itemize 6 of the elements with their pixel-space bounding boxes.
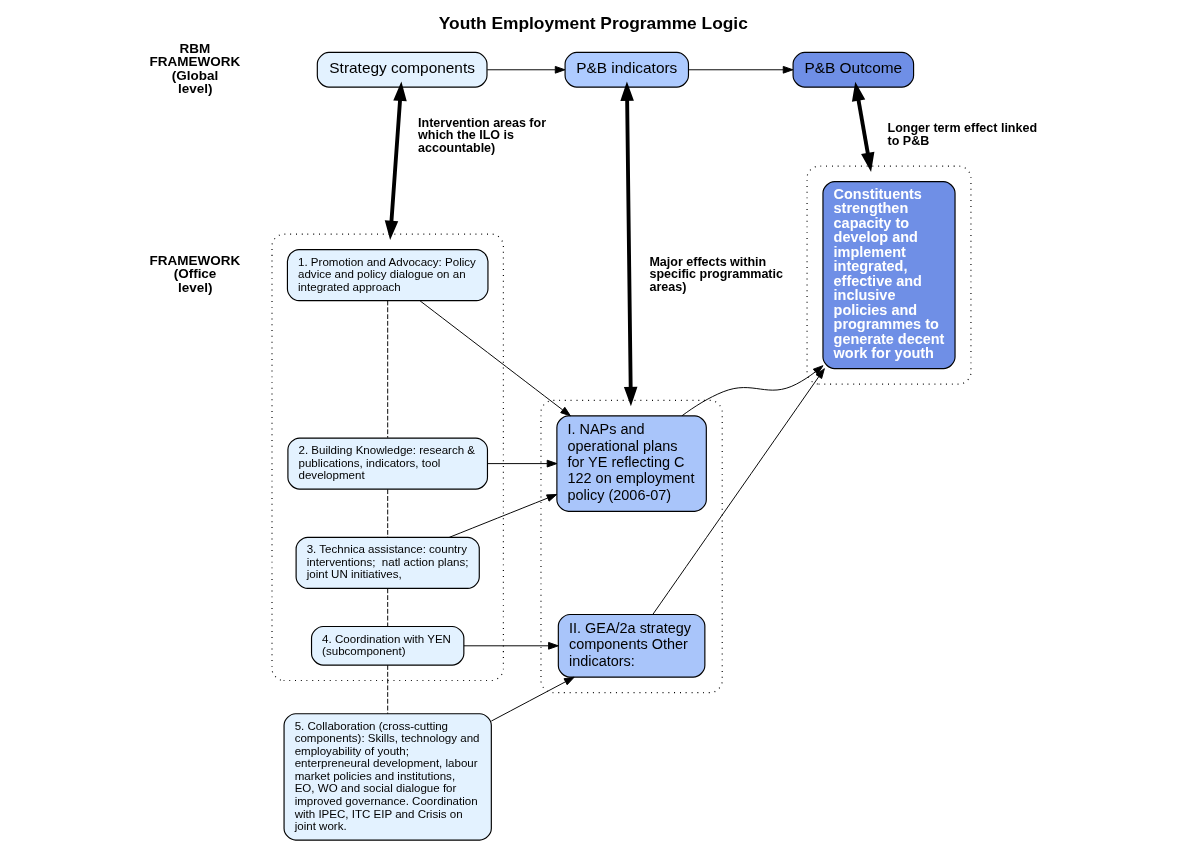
label: RBM FRAMEWORK (Global level): [149, 40, 240, 97]
edge-label: Major effects within specific programmatic areas): [648, 254, 783, 294]
label: FRAMEWORK (Office level): [149, 252, 240, 295]
diagram-title: Youth Employment Programme Logic: [438, 12, 748, 33]
edge-label: Longer term effect linked to P&B: [887, 121, 1037, 148]
edge-label: Intervention areas for which the ILO is accountable): [417, 115, 546, 155]
